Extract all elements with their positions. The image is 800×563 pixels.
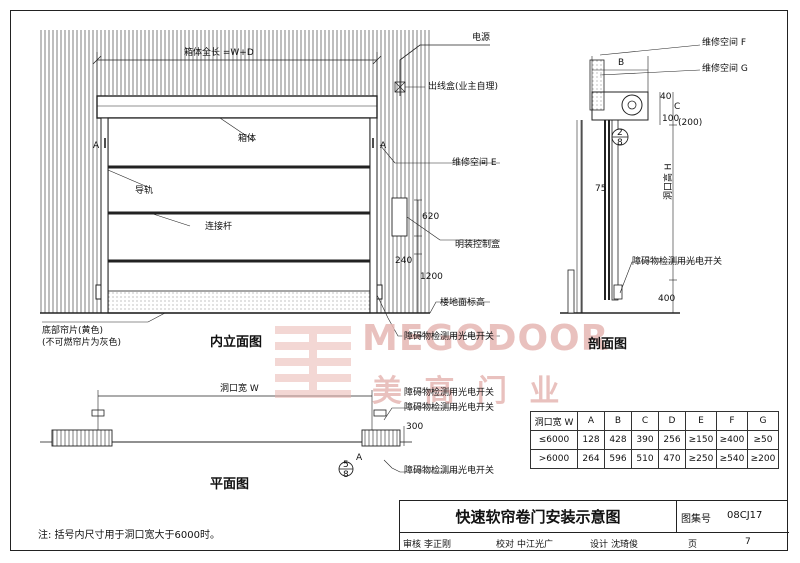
table-cell: ≥540	[716, 449, 748, 469]
table-header: C	[631, 411, 659, 431]
table-header: D	[658, 411, 686, 431]
dim-75: 75	[595, 184, 607, 194]
box-body-label: 箱体	[238, 134, 257, 144]
watermark-brand-cn: 美 高 门 业	[372, 374, 566, 409]
opening-width-label: 洞口宽 W	[220, 384, 259, 394]
control-box-label: 明装控制盒	[455, 240, 501, 250]
dimension-table: 洞口宽 W A B C D E F G ≤6000 128 428 390 25…	[530, 411, 779, 469]
table-cell: 128	[577, 430, 605, 450]
dim-c: C	[674, 102, 681, 112]
dim-300: 300	[406, 422, 424, 432]
table-cell: 510	[631, 449, 659, 469]
design-label: 设计	[590, 540, 609, 550]
detail-num-plan: 5	[343, 460, 349, 470]
power-label: 电源	[472, 33, 491, 43]
dim-a-plan: A	[356, 453, 363, 463]
atlas-number: 08CJ17	[727, 510, 763, 521]
guide-rail-label: 导轨	[135, 186, 154, 196]
table-header: A	[577, 411, 605, 431]
plan-title: 平面图	[210, 477, 250, 492]
watermark-brand: MEGODOOR	[362, 318, 610, 359]
title-block: 快速软帘卷门安装示意图 图集号 08CJ17 审核 李正刚 校对 中江光广 设计…	[399, 500, 789, 552]
table-header: 洞口宽 W	[530, 411, 578, 431]
floor-level-label: 楼地面标高	[440, 298, 486, 308]
designer-name: 沈琦俊	[611, 540, 639, 550]
dim-b: B	[618, 58, 625, 68]
footnote: 注: 括号内尺寸用于洞口宽大于6000时。	[38, 530, 220, 541]
dim-400: 400	[658, 294, 676, 304]
review-label: 审核	[403, 540, 422, 550]
page-label: 页	[688, 540, 698, 550]
table-header: G	[747, 411, 779, 431]
table-cell: ≥150	[685, 430, 717, 450]
elevation-view	[40, 30, 500, 337]
overall-length-label: 箱体全长 =W+D	[184, 48, 254, 58]
dim-240: 240	[395, 256, 413, 266]
dim-200: (200)	[678, 118, 703, 128]
photo-switch-label-section: 障碍物检测用光电开关	[632, 257, 723, 267]
table-header: F	[716, 411, 748, 431]
dim-1200: 1200	[420, 272, 443, 282]
photo-switch-label-elev: 障碍物检测用光电开关	[404, 332, 495, 342]
photo-switch-label-plan-top: 障碍物检测用光电开关	[404, 388, 495, 398]
detail-page-plan: 8	[343, 470, 349, 480]
dim-620: 620	[422, 212, 440, 222]
section-mark-a-left: A	[93, 141, 100, 151]
table-row: >6000 264 596 510 470 ≥250 ≥540 ≥200	[530, 449, 779, 469]
detail-num-section: 2	[617, 128, 623, 138]
atlas-number-cell: 图集号 08CJ17	[677, 501, 789, 533]
opening-height-label: 洞口高 H	[664, 163, 674, 200]
table-cell: 390	[631, 430, 659, 450]
dim-100: 100	[662, 114, 680, 124]
table-row: ≤6000 128 428 390 256 ≥150 ≥400 ≥50	[530, 430, 779, 450]
table-cell: 470	[658, 449, 686, 469]
table-cell: ≤6000	[530, 430, 578, 450]
photo-switch-label-plan-bottom: 障碍物检测用光电开关	[404, 466, 495, 476]
maint-space-f-label: 维修空间 F	[702, 38, 747, 48]
section-view	[560, 44, 701, 314]
table-cell: ≥200	[747, 449, 779, 469]
table-cell: 428	[604, 430, 632, 450]
table-header: B	[604, 411, 632, 431]
atlas-label: 图集号	[681, 514, 711, 525]
junction-box-label: 出线盒(业主自理)	[428, 82, 499, 92]
checker-name: 中江光广	[517, 540, 554, 550]
table-cell: 264	[577, 449, 605, 469]
drawing-title: 快速软帘卷门安装示意图	[400, 501, 677, 533]
detail-page-section: 8	[617, 138, 623, 148]
table-header-row: 洞口宽 W A B C D E F G	[530, 411, 779, 431]
table-header: E	[685, 411, 717, 431]
table-cell: 596	[604, 449, 632, 469]
table-cell: >6000	[530, 449, 578, 469]
bottom-curtain-note: (不可燃帘片为灰色)	[42, 338, 122, 348]
section-mark-a-right: A	[380, 141, 387, 151]
dim-40: 40	[660, 92, 672, 102]
megodoor-logo-icon	[275, 326, 351, 398]
maint-space-e-label: 维修空间 E	[452, 158, 497, 168]
check-label: 校对	[496, 540, 515, 550]
signature-row: 审核 李正刚 校对 中江光广 设计 沈琦俊 页 7	[400, 533, 789, 552]
elevation-title: 内立面图	[210, 335, 263, 350]
table-cell: ≥400	[716, 430, 748, 450]
maint-space-g-label: 维修空间 G	[702, 64, 748, 74]
table-cell: ≥250	[685, 449, 717, 469]
connecting-rod-label: 连接杆	[205, 222, 233, 232]
reviewer-name: 李正刚	[424, 540, 452, 550]
photo-switch-label-plan-top-2: 障碍物检测用光电开关	[404, 403, 495, 413]
bottom-curtain-label: 底部帘片(黄色)	[42, 326, 104, 336]
table-cell: ≥50	[747, 430, 779, 450]
section-title: 剖面图	[588, 337, 628, 352]
table-cell: 256	[658, 430, 686, 450]
page-number: 7	[745, 537, 751, 547]
